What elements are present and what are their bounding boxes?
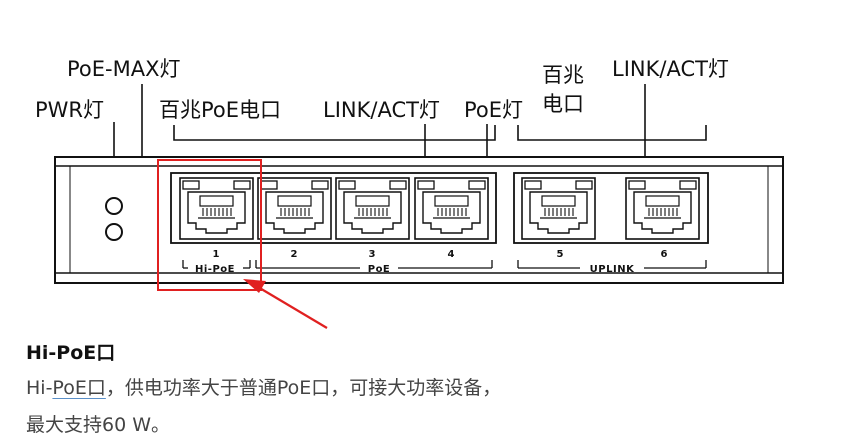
pwr-led-icon <box>105 197 123 215</box>
desc-rest: ，供电功率大于普通PoE口，可接大功率设备， <box>105 377 502 399</box>
group-label-poe: PoE <box>368 264 391 275</box>
ports-layer <box>179 177 700 240</box>
uplink-port-group-frame <box>513 172 709 244</box>
port-number-2: 2 <box>291 249 298 260</box>
rj45-port-4 <box>414 177 489 240</box>
rj45-port-1 <box>179 177 254 240</box>
label-poe-led: PoE灯 <box>464 98 523 122</box>
label-fe-ports-line2: 电口 <box>542 92 584 116</box>
port-led-right-icon <box>575 180 593 190</box>
hipoe-description-line2: 最大支持60 W。 <box>26 414 171 436</box>
label-fe-ports-line1: 百兆 <box>542 63 584 87</box>
highlight-arrow-icon <box>243 279 328 329</box>
port-led-left-icon <box>524 180 542 190</box>
port-led-right-icon <box>468 180 486 190</box>
group-label-uplink: UPLINK <box>590 264 635 275</box>
port-led-right-icon <box>389 180 407 190</box>
group-brackets <box>182 260 707 269</box>
rj45-port-6 <box>625 177 700 240</box>
port-led-right-icon <box>311 180 329 190</box>
port-led-right-icon <box>679 180 697 190</box>
port-led-left-icon <box>182 180 200 190</box>
rj45-port-5 <box>521 177 596 240</box>
desc-prefix: Hi- <box>26 377 53 399</box>
group-label-hipoe: Hi-PoE <box>195 264 235 275</box>
port-led-right-icon <box>233 180 251 190</box>
rj45-port-2 <box>257 177 332 240</box>
hipoe-description-line1: Hi-PoE口，供电功率大于普通PoE口，可接大功率设备， <box>26 373 501 400</box>
hipoe-description-title: Hi-PoE口 <box>26 342 116 364</box>
port-number-3: 3 <box>369 249 376 260</box>
label-link-act-led-uplink: LINK/ACT灯 <box>612 57 729 81</box>
port-number-4: 4 <box>448 249 455 260</box>
port-number-6: 6 <box>661 249 668 260</box>
poe-port-group-frame <box>170 172 497 244</box>
port-led-left-icon <box>628 180 646 190</box>
port-led-left-icon <box>338 180 356 190</box>
port-number-1: 1 <box>213 249 220 260</box>
label-link-act-led-poe: LINK/ACT灯 <box>323 98 440 122</box>
port-number-5: 5 <box>557 249 564 260</box>
desc-underlined: PoE口 <box>52 377 106 399</box>
hipoe-highlight-box <box>157 159 262 291</box>
label-pwr-led: PWR灯 <box>35 98 104 122</box>
label-poe-max-led: PoE-MAX灯 <box>67 57 180 81</box>
port-led-left-icon <box>417 180 435 190</box>
poe-max-led-icon <box>105 223 123 241</box>
label-fe-poe-ports: 百兆PoE电口 <box>159 98 281 122</box>
rj45-port-3 <box>335 177 410 240</box>
port-led-left-icon <box>260 180 278 190</box>
